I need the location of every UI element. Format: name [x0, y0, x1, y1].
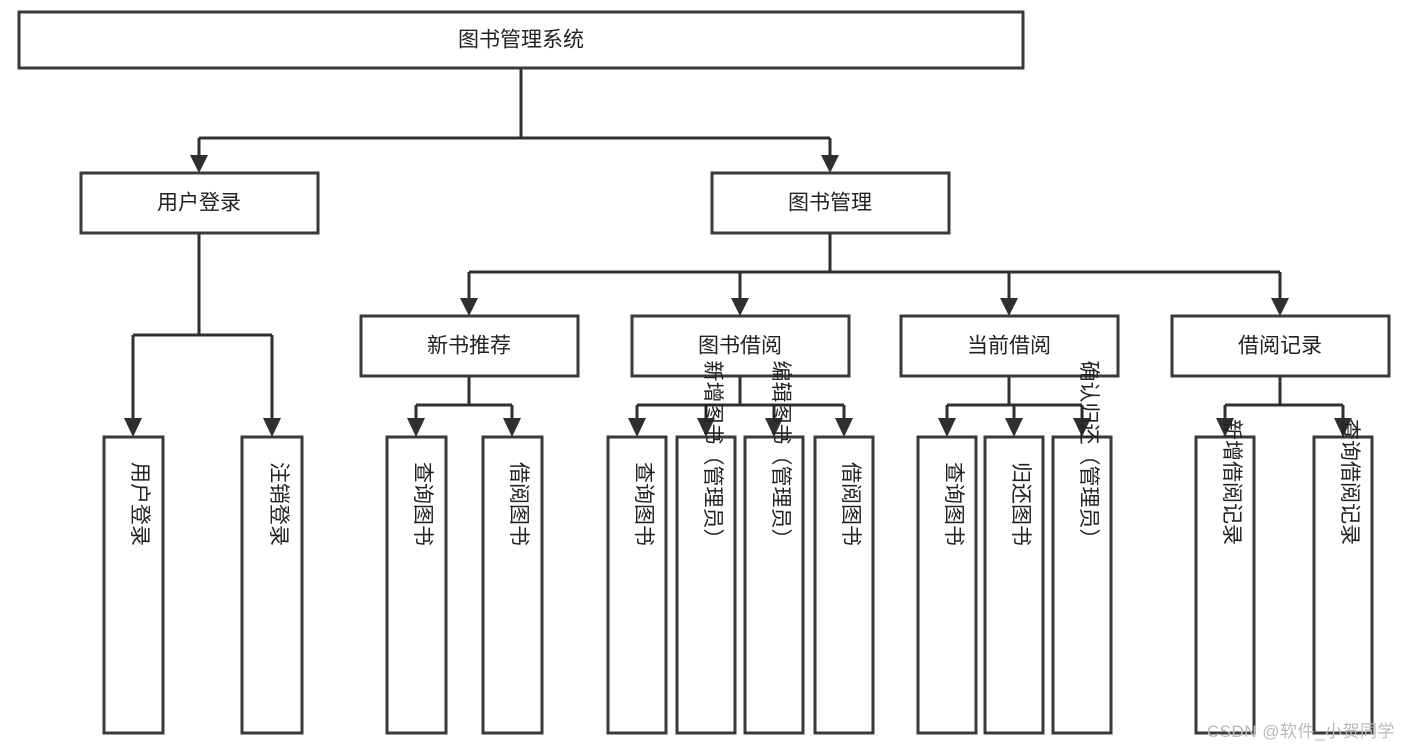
- leaf-br-query-record[interactable]: 查询借阅记录: [1312, 419, 1374, 735]
- leaf-bb-add-book-label: 新增图书（管理员）: [701, 361, 724, 550]
- leaf-bb-add-book[interactable]: 新增图书（管理员）: [675, 361, 737, 735]
- leaf-cb-query-book-box[interactable]: [916, 435, 978, 735]
- leaf-bb-query-book[interactable]: 查询图书: [606, 435, 668, 735]
- connector-layer: [124, 69, 1352, 437]
- leaf-cb-query-book-label: 查询图书: [942, 462, 965, 546]
- node-new-book-recommend-label: 新书推荐: [427, 335, 511, 358]
- node-borrow-records[interactable]: 借阅记录: [1170, 314, 1391, 378]
- leaf-cb-return-book-label: 归还图书: [1009, 462, 1032, 546]
- arrowhead-nb-leaf-2: [503, 418, 521, 437]
- node-book-management-label: 图书管理: [788, 192, 872, 215]
- node-root-box[interactable]: [17, 10, 1025, 70]
- node-root[interactable]: 图书管理系统: [17, 10, 1025, 70]
- node-current-borrow-box[interactable]: [899, 314, 1120, 378]
- arrowhead-bb-leaf-4: [835, 418, 853, 437]
- arrowhead-book-mgmt: [821, 155, 839, 173]
- node-borrow-records-box[interactable]: [1170, 314, 1391, 378]
- arrowhead-bb-leaf-2: [697, 418, 715, 437]
- arrowhead-new-book: [460, 298, 478, 316]
- node-book-management[interactable]: 图书管理: [710, 171, 951, 235]
- arrowhead-current-borrow: [1000, 298, 1018, 316]
- leaf-bb-edit-book-label: 编辑图书（管理员）: [769, 361, 792, 550]
- leaf-cb-query-book[interactable]: 查询图书: [916, 435, 978, 735]
- arrowhead-br-leaf-1: [1216, 418, 1234, 437]
- leaf-bb-edit-book[interactable]: 编辑图书（管理员）: [743, 361, 805, 735]
- leaf-bb-add-book-box[interactable]: [675, 435, 737, 735]
- leaf-nb-query-book-box[interactable]: [385, 435, 448, 735]
- leaf-bb-edit-book-box[interactable]: [743, 435, 805, 735]
- leaf-cb-return-book[interactable]: 归还图书: [983, 435, 1045, 735]
- leaf-cb-confirm-return[interactable]: 确认归还（管理员）: [1051, 361, 1113, 735]
- arrowhead-leaf-user-login: [124, 418, 142, 437]
- node-book-borrow-label: 图书借阅: [698, 335, 782, 358]
- leaf-nb-borrow-book[interactable]: 借阅图书: [481, 435, 544, 735]
- node-user-login-label: 用户登录: [157, 192, 241, 215]
- node-user-login[interactable]: 用户登录: [79, 171, 320, 235]
- arrowhead-book-borrow: [731, 298, 749, 316]
- arrowhead-cb-leaf-1: [938, 418, 956, 437]
- node-current-borrow-label: 当前借阅: [967, 335, 1051, 358]
- leaf-bb-query-book-label: 查询图书: [632, 462, 655, 546]
- arrowhead-br-leaf-2: [1334, 418, 1352, 437]
- arrowhead-bb-leaf-3: [765, 418, 783, 437]
- leaf-br-add-record-box[interactable]: [1194, 435, 1256, 735]
- leaf-br-add-record[interactable]: 新增借阅记录: [1194, 419, 1256, 735]
- arrowhead-leaf-logout: [263, 418, 281, 437]
- leaf-bb-borrow-book[interactable]: 借阅图书: [813, 435, 875, 735]
- leaf-user-login-box[interactable]: [102, 435, 165, 735]
- node-book-management-box[interactable]: [710, 171, 951, 235]
- arrowhead-nb-leaf-1: [407, 418, 425, 437]
- arrowhead-cb-leaf-3: [1073, 418, 1091, 437]
- arrowhead-borrow-records: [1271, 298, 1289, 316]
- node-book-borrow-box[interactable]: [630, 314, 851, 378]
- leaf-bb-borrow-book-box[interactable]: [813, 435, 875, 735]
- leaf-bb-borrow-book-label: 借阅图书: [839, 462, 862, 546]
- arrowhead-bb-leaf-1: [628, 418, 646, 437]
- node-current-borrow[interactable]: 当前借阅: [899, 314, 1120, 378]
- leaf-logout[interactable]: 注销登录: [240, 435, 304, 735]
- leaf-logout-box[interactable]: [240, 435, 304, 735]
- node-borrow-records-label: 借阅记录: [1238, 335, 1322, 358]
- leaf-nb-query-book[interactable]: 查询图书: [385, 435, 448, 735]
- leaf-nb-query-book-label: 查询图书: [411, 462, 434, 546]
- node-book-borrow[interactable]: 图书借阅: [630, 314, 851, 378]
- arrowhead-user-login: [190, 155, 208, 173]
- arrowhead-cb-leaf-2: [1005, 418, 1023, 437]
- leaf-br-query-record-box[interactable]: [1312, 435, 1374, 735]
- leaf-br-query-record-label: 查询借阅记录: [1338, 419, 1361, 545]
- node-new-book-recommend-box[interactable]: [359, 314, 580, 378]
- leaf-nb-borrow-book-box[interactable]: [481, 435, 544, 735]
- node-user-login-box[interactable]: [79, 171, 320, 235]
- leaf-cb-confirm-return-box[interactable]: [1051, 435, 1113, 735]
- node-new-book-recommend[interactable]: 新书推荐: [359, 314, 580, 378]
- leaf-bb-query-book-box[interactable]: [606, 435, 668, 735]
- leaf-user-login-label: 用户登录: [128, 462, 151, 546]
- leaf-nb-borrow-book-label: 借阅图书: [507, 462, 530, 546]
- leaf-cb-return-book-box[interactable]: [983, 435, 1045, 735]
- leaf-logout-label: 注销登录: [267, 462, 290, 546]
- leaf-br-add-record-label: 新增借阅记录: [1220, 419, 1243, 545]
- node-root-label: 图书管理系统: [458, 29, 584, 52]
- leaf-cb-confirm-return-label: 确认归还（管理员）: [1077, 361, 1100, 550]
- leaf-user-login[interactable]: 用户登录: [102, 435, 165, 735]
